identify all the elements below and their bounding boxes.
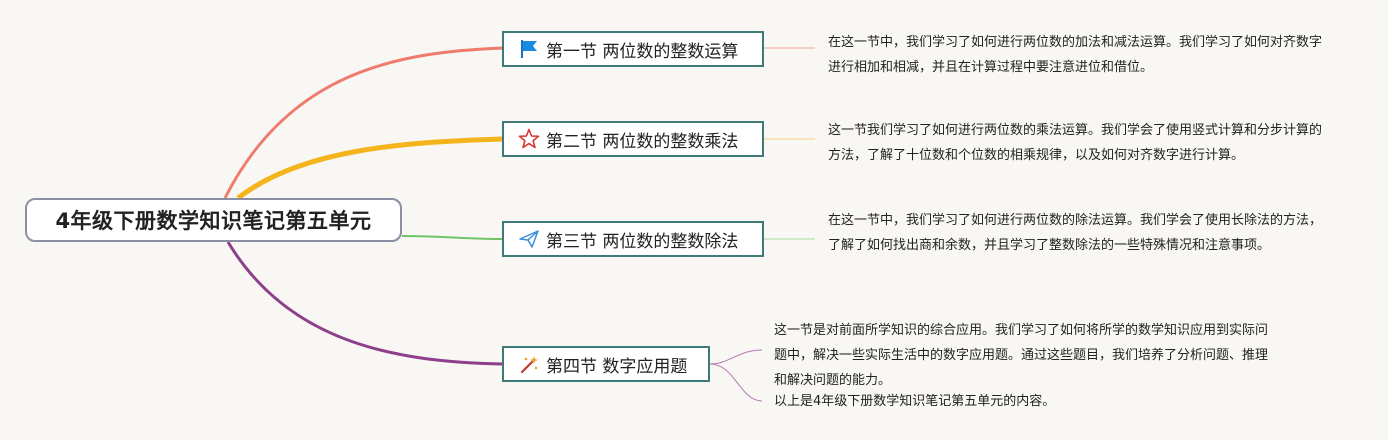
note-text: 在这一节中，我们学习了如何进行两位数的除法运算。我们学会了使用长除法的方法，了解…	[828, 213, 1323, 253]
note-connector-4b	[709, 363, 763, 402]
note-connector-4a	[709, 349, 763, 365]
topic-section-1-label: 第一节 两位数的整数运算	[546, 41, 739, 62]
topic-section-2[interactable]: 第二节 两位数的整数乘法	[502, 121, 764, 157]
branch-line-3	[401, 235, 504, 240]
branch-line-1	[223, 46, 504, 199]
note-text: 这一节是对前面所学知识的综合应用。我们学习了如何将所学的数学知识应用到实际问题中…	[774, 323, 1269, 388]
central-topic[interactable]: 4年级下册数学知识笔记第五单元	[25, 198, 402, 242]
magic-wand-icon	[518, 353, 540, 375]
note-section-3: 在这一节中，我们学习了如何进行两位数的除法运算。我们学会了使用长除法的方法，了解…	[828, 208, 1323, 258]
note-section-2: 这一节我们学习了如何进行两位数的乘法运算。我们学会了使用竖式计算和分步计算的方法…	[828, 118, 1323, 168]
note-text: 这一节我们学习了如何进行两位数的乘法运算。我们学会了使用竖式计算和分步计算的方法…	[828, 123, 1323, 163]
flag-icon	[518, 38, 540, 60]
note-text: 以上是4年级下册数学知识笔记第五单元的内容。	[774, 394, 1056, 409]
topic-section-3[interactable]: 第三节 两位数的整数除法	[502, 221, 764, 257]
star-icon	[518, 128, 540, 150]
topic-section-4[interactable]: 第四节 数字应用题	[502, 346, 710, 382]
topic-section-3-label: 第三节 两位数的整数除法	[546, 231, 739, 252]
paper-plane-icon	[518, 228, 540, 250]
note-section-4: 这一节是对前面所学知识的综合应用。我们学习了如何将所学的数学知识应用到实际问题中…	[774, 318, 1274, 393]
topic-section-1[interactable]: 第一节 两位数的整数运算	[502, 31, 764, 67]
note-text: 在这一节中，我们学习了如何进行两位数的加法和减法运算。我们学习了如何对齐数字进行…	[828, 35, 1323, 75]
topic-section-2-label: 第二节 两位数的整数乘法	[546, 131, 739, 152]
note-section-4-summary: 以上是4年级下册数学知识笔记第五单元的内容。	[774, 389, 1274, 414]
branch-line-4	[226, 241, 504, 366]
note-section-1: 在这一节中，我们学习了如何进行两位数的加法和减法运算。我们学习了如何对齐数字进行…	[828, 30, 1323, 80]
branch-line-2	[236, 136, 504, 200]
topic-section-4-label: 第四节 数字应用题	[546, 356, 688, 377]
